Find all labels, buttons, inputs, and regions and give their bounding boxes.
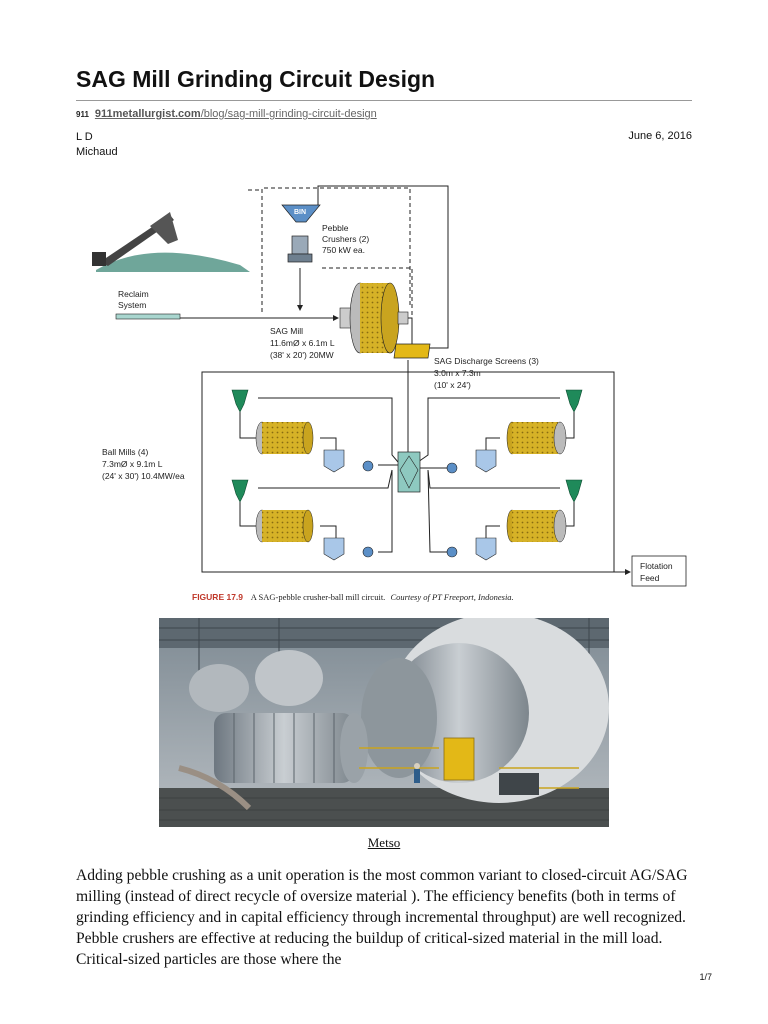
sag-label-3: (38' x 20') 20MW — [270, 350, 334, 360]
reclaim-label-2: System — [118, 300, 146, 310]
source-path: /blog/sag-mill-grinding-circuit-design — [200, 108, 377, 120]
flotation-label-1: Flotation — [640, 561, 673, 571]
author-line-1: L D — [76, 131, 93, 143]
sump-icon — [475, 449, 497, 473]
ball-label-2: 7.3mØ x 9.1m L — [102, 459, 163, 469]
caption-text: A SAG-pebble crusher-ball mill circuit. — [251, 592, 386, 602]
ball-label-1: Ball Mills (4) — [102, 447, 148, 457]
circuit-diagram: BIN — [92, 185, 687, 602]
body-paragraph: Adding pebble crushing as a unit operati… — [76, 867, 688, 968]
ball-label-3: (24' x 30') 10.4MW/ea — [102, 471, 185, 481]
bin-icon — [281, 204, 321, 223]
mill-photo — [159, 618, 609, 827]
sump-icon — [323, 449, 345, 473]
discharge-screen-icon — [393, 343, 431, 359]
screen-label-3: (10' x 24') — [434, 380, 471, 390]
screen-label-2: 3.0m x 7.3m — [434, 368, 481, 378]
cyclone-icon — [231, 479, 249, 503]
sag-label-1: SAG Mill — [270, 326, 303, 336]
site-logo: 911 — [76, 109, 89, 119]
flotation-label-2: Feed — [640, 573, 660, 583]
publish-date: June 6, 2016 — [628, 130, 692, 142]
sag-label-2: 11.6mØ x 6.1m L — [270, 338, 335, 348]
pebble-label-3: 750 kW ea. — [322, 245, 365, 255]
sump-icon — [475, 537, 497, 561]
sag-mill-icon — [339, 282, 409, 354]
figure-caption: FIGURE 17.9 A SAG-pebble crusher-ball mi… — [192, 592, 514, 602]
ball-mill-icon — [255, 509, 314, 543]
bin-label: BIN — [294, 209, 306, 216]
title-divider — [76, 100, 692, 101]
page-title: SAG Mill Grinding Circuit Design — [76, 66, 436, 92]
author: L D Michaud — [76, 130, 118, 160]
author-line-2: Michaud — [76, 146, 118, 158]
source-domain: 911metallurgist.com — [94, 108, 201, 120]
flotation-box — [631, 555, 687, 587]
source-link[interactable]: 911metallurgist.com/blog/sag-mill-grindi… — [95, 108, 377, 120]
cyclone-icon — [565, 389, 583, 413]
pump-icon — [446, 546, 458, 558]
reclaim-label-1: Reclaim — [118, 289, 149, 299]
caption-courtesy: Courtesy of PT Freeport, Indonesia. — [390, 592, 513, 602]
pump-icon — [362, 546, 374, 558]
stockpile-icon — [92, 212, 250, 272]
ball-mill-icon — [506, 509, 567, 543]
page-number: 1/7 — [699, 972, 712, 982]
reclaim-conveyor — [115, 313, 181, 320]
cyclone-icon — [231, 389, 249, 413]
caption-label: FIGURE 17.9 — [192, 592, 243, 602]
pump-icon — [362, 460, 374, 472]
screen-label-1: SAG Discharge Screens (3) — [434, 356, 539, 366]
cyclone-icon — [565, 479, 583, 503]
pebble-label-1: Pebble — [322, 223, 349, 233]
photo-credit[interactable]: Metso — [367, 835, 401, 850]
distributor-icon — [397, 451, 421, 493]
pump-icon — [446, 462, 458, 474]
pebble-label-2: Crushers (2) — [322, 234, 369, 244]
pebble-crusher-icon — [287, 235, 313, 263]
source-line: 911 911metallurgist.com/blog/sag-mill-gr… — [76, 108, 377, 120]
ball-mill-icon — [255, 421, 314, 455]
ball-mill-icon — [506, 421, 567, 455]
sump-icon — [323, 537, 345, 561]
